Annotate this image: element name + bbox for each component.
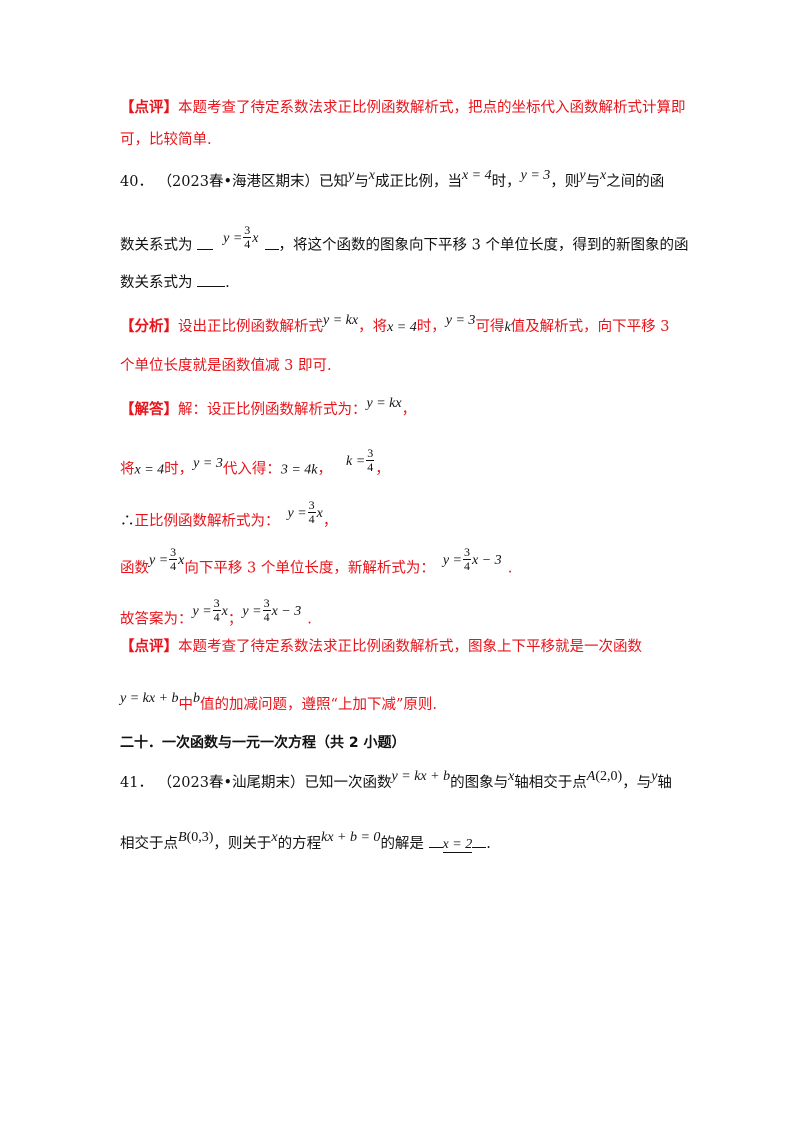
analysis-tag: 【分析】 <box>120 318 178 335</box>
question-source: （2023春•海港区期末） <box>157 174 320 190</box>
answer-blank <box>197 286 226 287</box>
solution-tag: 【解答】 <box>120 401 178 418</box>
comment-tag: 【点评】 <box>120 638 178 655</box>
therefore-symbol: ∴ <box>120 513 135 530</box>
answer-blank <box>197 248 214 250</box>
answer-blank <box>428 847 443 848</box>
solution-line1: 【解答】解：设正比例函数解析式为：y = kx， <box>120 396 417 418</box>
answer-value: x = 2 <box>442 837 473 853</box>
question-40-line3: 数关系式为 . <box>120 275 230 291</box>
comment1-line1: 【点评】本题考查了待定系数法求正比例函数解析式，把点的坐标代入函数解析式计算即 <box>120 99 686 116</box>
question-number: 41． <box>120 775 153 791</box>
comment1-line2: 可，比较简单. <box>120 132 212 148</box>
comment2-line2: y = kx + b中b值的加减问题，遵照“上加下减”原则. <box>120 691 437 713</box>
analysis-line2: 个单位长度就是函数值减 3 即可. <box>120 358 332 374</box>
question-source: （2023春•汕尾期末） <box>157 775 305 791</box>
analysis-line1: 【分析】设出正比例函数解析式y = kx，将x = 4时，y = 3可得k值及解… <box>120 313 670 335</box>
question-number: 40． <box>120 174 153 190</box>
question-41-line2: 相交于点B(0,3)，则关于x的方程kx + b = 0的解是 x = 2. <box>120 830 491 853</box>
comment-tag: 【点评】 <box>120 99 178 116</box>
comment2-line1: 【点评】本题考查了待定系数法求正比例函数解析式，图象上下平移就是一次函数 <box>120 638 642 655</box>
question-41-line1: 41． （2023春•汕尾期末）已知一次函数y = kx + b的图象与x轴相交… <box>120 769 672 791</box>
question-40-line1: 40． （2023春•海港区期末）已知y与x成正比例，当x = 4时，y = 3… <box>120 168 665 190</box>
section-title: 二十．一次函数与一元一次方程（共 2 小题） <box>120 735 406 751</box>
